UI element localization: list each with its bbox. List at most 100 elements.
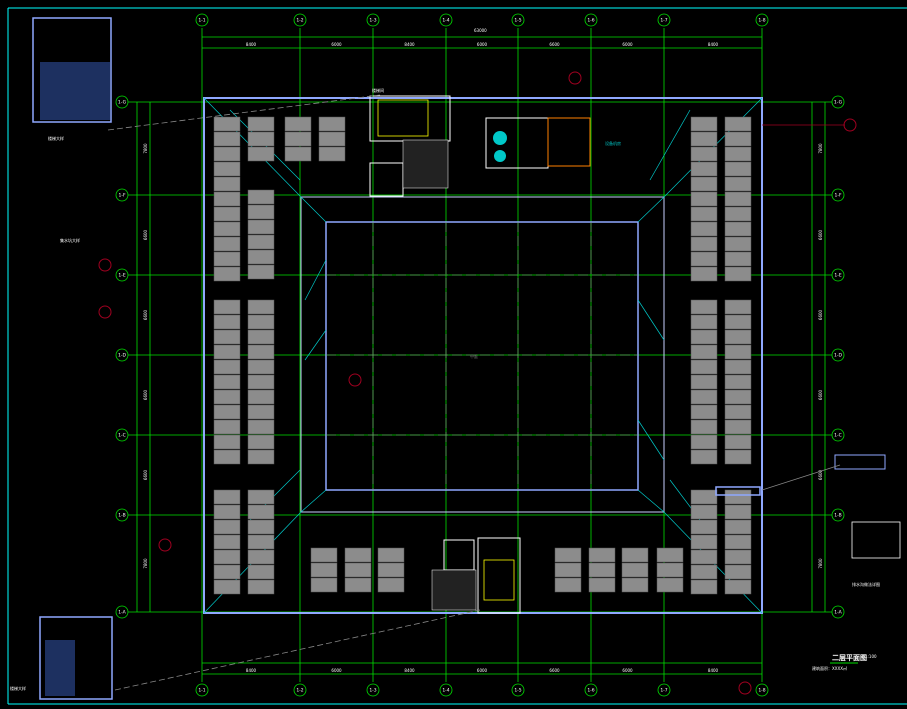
courtyard-wall [325,221,639,491]
stair-bottom-small [443,539,475,571]
stair-top-small [369,162,404,197]
parking-space [247,564,275,580]
axis-label-row: 1-E [118,273,125,279]
stair-top [369,95,451,142]
label-detail-left-small: 集水坑大样 [60,237,80,243]
axis-bubble [755,683,769,697]
dimension-text: 8400 [404,42,415,47]
axis-bubble [831,508,845,522]
parking-space [724,434,752,450]
dimension-text: 7800 [143,558,148,569]
axis-bubble [511,683,525,697]
parking-space [690,519,718,535]
parking-space [247,219,275,235]
axis-label-column: 1-4 [442,688,449,694]
axis-label-column: 1-6 [587,688,594,694]
dimension-text: 8400 [708,668,719,673]
parking-space [247,434,275,450]
parking-space [213,579,241,595]
parking-space [247,404,275,420]
annotation-line [300,489,327,513]
parking-space [724,314,752,330]
axis-label-column: 1-1 [198,18,205,24]
parking-space [247,374,275,390]
dimension-text: 6600 [818,229,823,240]
annotation-line [637,299,665,341]
parking-space [724,329,752,345]
annotation-line [300,196,327,223]
parking-space [247,189,275,205]
parking-space [690,131,718,147]
parking-space [690,359,718,375]
parking-space [213,116,241,132]
annotation-line [637,196,665,223]
axis-bubble [366,13,380,27]
annotation-line [304,259,327,301]
dimension-text: 8400 [404,668,415,673]
dimension-text: 6600 [143,469,148,480]
parking-space [213,344,241,360]
axis-label-column: 1-6 [587,18,594,24]
parking-space [690,549,718,565]
axis-label-row: 1-A [834,610,842,616]
parking-space [213,146,241,162]
parking-space [724,236,752,252]
dimension-text: 6000 [477,668,488,673]
parking-space [724,504,752,520]
axis-label-column: 1-5 [514,18,521,24]
parking-space [377,547,405,563]
dimension-text: 8400 [708,42,719,47]
parking-space [724,419,752,435]
labels: 楼梯间 设备机房 中庭 楼梯大样 楼梯大样 集水坑大样 排水沟做法详图 二层平面… [10,28,880,691]
axis-bubble [657,13,671,27]
detail-top-left [32,17,112,123]
axis-bubble [115,188,129,202]
parking-space [213,389,241,405]
parking-space [656,577,684,593]
detail-insets [32,17,901,700]
parking-space [213,359,241,375]
parking-space [656,547,684,563]
parking-space [284,116,312,132]
axis-label-row: 1-B [834,513,841,519]
axis-label-column: 1-3 [369,18,376,24]
parking-space [213,191,241,207]
parking-space [656,562,684,578]
dimension-text: 6600 [143,389,148,400]
axis-bubble [831,348,845,362]
axis-label-column: 1-7 [660,18,667,24]
axis-label-column: 1-7 [660,688,667,694]
axis-bubble [366,683,380,697]
parking-space [724,519,752,535]
axis-label-column: 1-2 [296,18,303,24]
parking-space [213,329,241,345]
parking-space [724,549,752,565]
parking-space [724,564,752,580]
dimension-text: 6000 [331,42,342,47]
parking-space [213,449,241,465]
parking-space [247,449,275,465]
parking-space [690,236,718,252]
parking-space [588,547,616,563]
parking-space [724,116,752,132]
parking-space [724,206,752,222]
parking-space [247,534,275,550]
parking-space [247,329,275,345]
axis-bubble [195,683,209,697]
parking-space [247,314,275,330]
parking-space [213,221,241,237]
parking-space [690,404,718,420]
parking-space [284,131,312,147]
parking-space [377,577,405,593]
parking-space [247,299,275,315]
axis-bubble [115,508,129,522]
parking-space [213,161,241,177]
dimension-text: 7800 [818,558,823,569]
dimension-text: 7800 [143,143,148,154]
label-detail-top-left: 楼梯大样 [48,135,64,141]
parking-space [247,389,275,405]
axis-label-column: 1-8 [758,688,765,694]
parking-space [213,549,241,565]
parking-space [247,504,275,520]
axis-label-column: 1-8 [758,18,765,24]
